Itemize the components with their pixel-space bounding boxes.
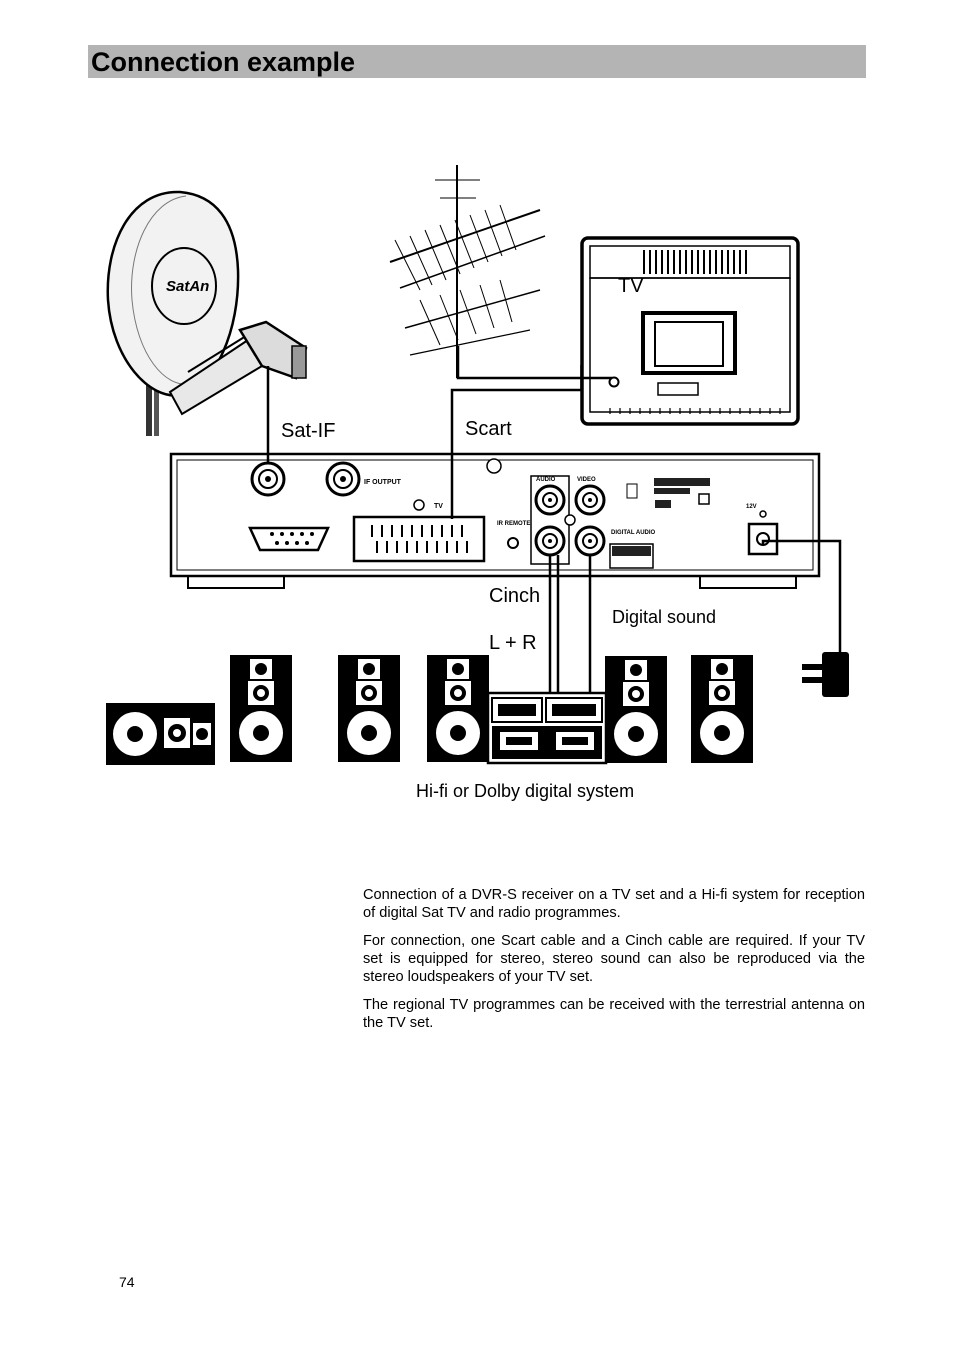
paragraph-1: Connection of a DVR-S receiver on a TV s… [363, 887, 865, 921]
tv-set [580, 236, 800, 426]
sat-if-label: Sat-IF [281, 420, 336, 442]
power-label: 12V [746, 504, 757, 510]
receiver: IF OUTPUT TV IR REMOTE AUDIO [169, 452, 821, 589]
hifi-label: Hi-fi or Dolby digital system [416, 781, 635, 801]
tv-label: TV [618, 275, 644, 297]
if-output-label: IF OUTPUT [364, 479, 402, 486]
cinch-label: Cinch [489, 585, 541, 607]
paragraph-2: For connection, one Scart cable and a Ci… [363, 933, 865, 985]
dish-logo: SatAn [166, 278, 209, 295]
power-plug [802, 652, 849, 697]
terrestrial-antenna [389, 165, 546, 378]
lr-label: L + R [489, 632, 537, 654]
hifi-system [106, 655, 753, 765]
ir-remote-label: IR REMOTE [497, 521, 530, 527]
digital-sound-label: Digital sound [612, 607, 717, 627]
title-bar: Connection example [88, 45, 866, 78]
page-number: 74 [119, 1274, 135, 1290]
scart-label: Scart [465, 418, 512, 440]
cables [266, 346, 842, 702]
tv-port-label: TV [434, 503, 443, 510]
audio-label: AUDIO [536, 477, 556, 483]
digital-audio-label: DIGITAL AUDIO [611, 530, 656, 536]
video-label: VIDEO [577, 477, 596, 483]
satellite-dish: SatAn [106, 190, 308, 436]
page-title: Connection example [91, 47, 356, 77]
description-text: Connection of a DVR-S receiver on a TV s… [363, 886, 865, 1042]
paragraph-3: The regional TV programmes can be receiv… [363, 997, 865, 1031]
